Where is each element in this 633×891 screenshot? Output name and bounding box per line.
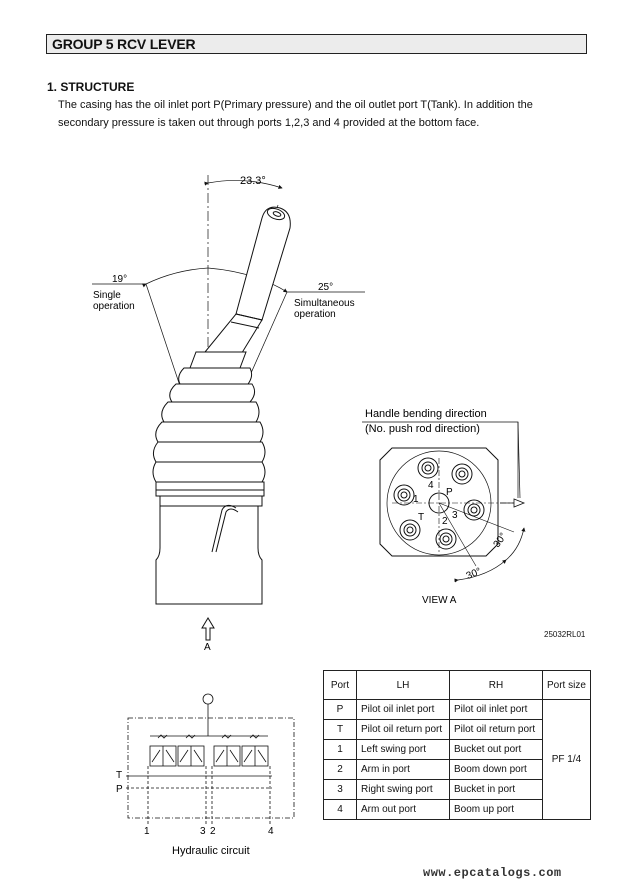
table-row: T Pilot oil return port Pilot oil return…: [323, 719, 591, 740]
port-cell: 1: [323, 739, 357, 760]
simultaneous-operation-label: Simultaneous: [294, 298, 355, 309]
single-operation-label: Single: [93, 290, 121, 301]
port-cell: P: [323, 699, 357, 720]
rh-cell: Bucket in port: [449, 779, 543, 800]
angle-19-label: 19°: [112, 274, 127, 285]
structure-paragraph: The casing has the oil inlet port P(Prim…: [58, 96, 590, 132]
hydraulic-circuit-diagram: [126, 693, 295, 824]
rh-cell: Boom down port: [449, 759, 543, 780]
lh-cell: Pilot oil inlet port: [356, 699, 450, 720]
hydraulic-circuit-caption: Hydraulic circuit: [172, 845, 250, 857]
port-label-p: P: [446, 487, 453, 498]
rh-cell: Boom up port: [449, 799, 543, 820]
rh-cell: Pilot oil inlet port: [449, 699, 543, 720]
lh-cell: Arm out port: [356, 799, 450, 820]
handle-bending-direction-label: Handle bending direction: [365, 408, 487, 420]
table-row: P Pilot oil inlet port Pilot oil inlet p…: [323, 699, 591, 820]
section-title: 1. STRUCTURE: [47, 80, 135, 94]
no-push-rod-direction-label: (No. push rod direction): [365, 423, 480, 435]
paragraph-line: The casing has the oil inlet port P(Prim…: [58, 99, 533, 111]
hyd-port-3: 3: [200, 826, 206, 837]
column-header: LH: [356, 670, 450, 700]
lh-cell: Right swing port: [356, 779, 450, 800]
port-label-t: T: [418, 512, 424, 523]
group-title: GROUP 5 RCV LEVER: [52, 36, 196, 52]
hyd-port-1: 1: [144, 826, 150, 837]
angle-23-label: 23.3°: [240, 175, 266, 187]
view-arrow-label: A: [204, 642, 211, 653]
hyd-label-t: T: [116, 770, 122, 781]
port-cell: 2: [323, 759, 357, 780]
port-label-4: 4: [428, 480, 434, 491]
table-row: 2 Arm in port Boom down port: [323, 759, 591, 780]
lh-cell: Pilot oil return port: [356, 719, 450, 740]
port-cell: 3: [323, 779, 357, 800]
column-header: Port: [323, 670, 357, 700]
column-header: Port size: [542, 670, 591, 700]
rh-cell: Bucket out port: [449, 739, 543, 760]
rcv-lever-side-view: [92, 175, 365, 641]
port-label-3: 3: [452, 510, 458, 521]
hyd-port-2: 2: [210, 826, 216, 837]
table-row: 1 Left swing port Bucket out port: [323, 739, 591, 760]
group-header: GROUP 5 RCV LEVER: [46, 34, 587, 54]
angle-30-label: 30°: [465, 566, 483, 582]
paragraph-line: secondary pressure is taken out through …: [58, 117, 480, 129]
port-label-2: 2: [442, 516, 448, 527]
hyd-port-4: 4: [268, 826, 274, 837]
simultaneous-operation-label: operation: [294, 309, 336, 320]
table-header-row: Port LH RH Port size: [323, 670, 591, 700]
view-a-label: VIEW A: [422, 595, 457, 606]
table-row: 3 Right swing port Bucket in port: [323, 779, 591, 800]
port-table: Port LH RH Port size P Pilot oil inlet p…: [323, 670, 591, 820]
rh-cell: Pilot oil return port: [449, 719, 543, 740]
column-header: RH: [449, 670, 543, 700]
table-row: 4 Arm out port Boom up port: [323, 799, 591, 820]
single-operation-label: operation: [93, 301, 135, 312]
port-cell: T: [323, 719, 357, 740]
footer-url-link[interactable]: www.epcatalogs.com: [423, 866, 562, 880]
lh-cell: Left swing port: [356, 739, 450, 760]
view-a-bottom-face: [362, 421, 526, 583]
port-cell: 4: [323, 799, 357, 820]
angle-25-label: 25°: [318, 282, 333, 293]
port-label-1: 1: [413, 494, 419, 505]
hyd-label-p: P: [116, 784, 123, 795]
port-size-cell: PF 1/4: [542, 699, 591, 820]
drawing-reference-code: 25032RL01: [544, 630, 586, 639]
lh-cell: Arm in port: [356, 759, 450, 780]
